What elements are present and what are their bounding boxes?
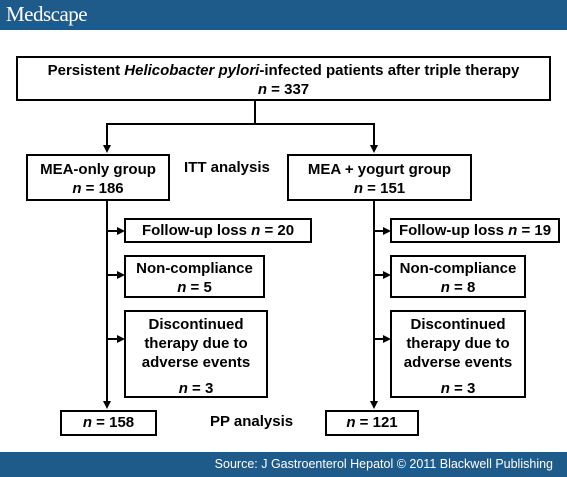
right-branch-noncompliance bbox=[373, 274, 385, 276]
brand-logo[interactable]: Medscape bbox=[6, 2, 88, 26]
left-final-n-value: = 158 bbox=[92, 414, 135, 431]
left-discontinued-n-value: = 3 bbox=[187, 380, 214, 397]
box-left-followup-loss: Follow-up loss n = 20 bbox=[124, 218, 312, 243]
right-group-n-value: = 151 bbox=[363, 180, 406, 197]
left-final-n-label: n bbox=[82, 414, 93, 431]
left-group-n-label: n bbox=[72, 180, 82, 197]
right-discontinued-n-value: = 3 bbox=[449, 380, 476, 397]
left-group-label: MEA-only group bbox=[40, 161, 156, 178]
left-followup-n-value: = 20 bbox=[260, 222, 295, 239]
box-left-discontinued: Discontinued therapy due to adverse even… bbox=[124, 310, 268, 398]
right-discontinued-n-label: n bbox=[440, 380, 450, 397]
box-mea-yogurt-group: MEA + yogurt group n = 151 bbox=[287, 154, 472, 201]
left-trunk bbox=[106, 201, 108, 403]
left-followup-text: Follow-up loss bbox=[141, 222, 252, 239]
left-discontinued-line1: Discontinued bbox=[148, 316, 244, 333]
box-left-final: n = 158 bbox=[60, 410, 157, 436]
itt-analysis-label: ITT analysis bbox=[184, 159, 270, 176]
left-noncompliance-label: Non-compliance bbox=[136, 260, 253, 277]
right-discontinued-line2: therapy due to bbox=[406, 335, 510, 352]
right-final-n-label: n bbox=[346, 414, 356, 431]
right-branch-discontinued bbox=[373, 338, 385, 340]
connector-left-drop bbox=[106, 123, 108, 147]
top-line1-italic: Helicobacter pylori bbox=[124, 62, 260, 79]
right-followup-n-label: n bbox=[508, 222, 518, 239]
source-citation: Source: J Gastroenterol Hepatol © 2011 B… bbox=[214, 457, 553, 471]
arrow-right-followup bbox=[383, 227, 391, 235]
pp-analysis-label: PP analysis bbox=[210, 413, 294, 430]
top-n-value: = 337 bbox=[267, 81, 310, 98]
arrow-left-final bbox=[103, 401, 111, 409]
box-right-final: n = 121 bbox=[325, 410, 419, 436]
arrow-left-discontinued bbox=[117, 335, 125, 343]
left-branch-noncompliance bbox=[106, 274, 118, 276]
top-n-label: n bbox=[257, 81, 268, 98]
right-noncompliance-n-value: = 8 bbox=[449, 279, 476, 296]
left-noncompliance-n-value: = 5 bbox=[186, 279, 212, 296]
connector-top-stem bbox=[254, 101, 256, 124]
right-branch-followup bbox=[373, 230, 385, 232]
footer-bar: Source: J Gastroenterol Hepatol © 2011 B… bbox=[0, 452, 567, 477]
arrow-right-group bbox=[370, 145, 378, 153]
left-noncompliance-n-label: n bbox=[177, 279, 187, 296]
arrow-left-group bbox=[103, 145, 111, 153]
connector-right-drop bbox=[373, 123, 375, 147]
arrow-right-noncompliance bbox=[383, 271, 391, 279]
right-noncompliance-label: Non-compliance bbox=[399, 260, 517, 277]
box-all-patients: Persistent Helicobacter pylori-infected … bbox=[16, 56, 551, 101]
left-followup-n-label: n bbox=[251, 222, 261, 239]
box-right-followup-loss: Follow-up loss n = 19 bbox=[390, 218, 560, 243]
box-mea-only-group: MEA-only group n = 186 bbox=[26, 154, 170, 201]
arrow-left-noncompliance bbox=[117, 271, 125, 279]
left-discontinued-line2: therapy due to bbox=[144, 335, 248, 352]
box-right-discontinued: Discontinued therapy due to adverse even… bbox=[390, 310, 526, 398]
box-right-noncompliance: Non-compliance n = 8 bbox=[390, 255, 526, 298]
right-discontinued-line1: Discontinued bbox=[410, 316, 506, 333]
arrow-right-discontinued bbox=[383, 335, 391, 343]
right-final-n-value: = 121 bbox=[355, 414, 398, 431]
top-line1-prefix: Persistent bbox=[47, 62, 125, 79]
left-group-n-value: = 186 bbox=[81, 180, 124, 197]
right-group-n-label: n bbox=[353, 180, 364, 197]
left-discontinued-line3: adverse events bbox=[141, 354, 251, 371]
left-branch-discontinued bbox=[106, 338, 118, 340]
box-left-noncompliance: Non-compliance n = 5 bbox=[124, 255, 265, 298]
left-branch-followup bbox=[106, 230, 118, 232]
connector-horizontal bbox=[106, 123, 375, 125]
top-line1-suffix: -infected patients after triple therapy bbox=[259, 62, 520, 79]
header-bar: Medscape bbox=[0, 0, 567, 30]
right-followup-text: Follow-up loss bbox=[398, 222, 509, 239]
arrow-right-final bbox=[370, 401, 378, 409]
right-discontinued-line3: adverse events bbox=[403, 354, 513, 371]
left-discontinued-n-label: n bbox=[178, 380, 188, 397]
right-group-label: MEA + yogurt group bbox=[307, 161, 452, 178]
right-followup-n-value: = 19 bbox=[517, 222, 552, 239]
right-trunk bbox=[373, 201, 375, 403]
arrow-left-followup bbox=[117, 227, 125, 235]
right-noncompliance-n-label: n bbox=[440, 279, 450, 296]
